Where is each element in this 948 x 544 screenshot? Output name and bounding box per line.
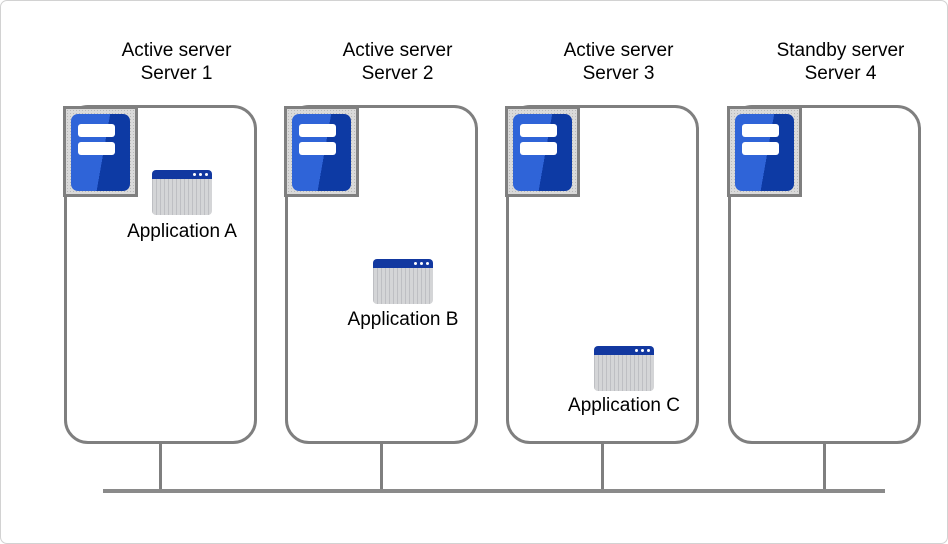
bus-connector-line <box>159 444 162 491</box>
server-drive-slot <box>299 142 336 155</box>
app-window-icon <box>152 170 212 215</box>
server-tower-body <box>735 114 794 191</box>
server-role-label: Active server <box>121 40 232 61</box>
bus-connector-line <box>380 444 383 491</box>
server-role-label: Active server <box>563 40 674 61</box>
server-drive-slot <box>520 142 557 155</box>
titlebar-dot <box>192 172 196 177</box>
app-label: Application C <box>568 395 680 416</box>
server-title: Active server Server 2 <box>301 39 494 85</box>
server-tower-icon <box>505 106 580 197</box>
server-name-label: Server 2 <box>361 63 434 84</box>
server-drive-slot <box>299 124 336 137</box>
server-role-label: Active server <box>342 40 453 61</box>
server-tower-body <box>513 114 572 191</box>
bus-connector-line <box>823 444 826 491</box>
server-tower-icon <box>63 106 138 197</box>
server-role-label: Standby server <box>776 40 905 61</box>
titlebar-dot <box>646 348 650 353</box>
app-window-icon <box>594 346 654 391</box>
server-tower-body <box>71 114 130 191</box>
app-label: Application A <box>127 221 237 242</box>
server-tower-icon <box>727 106 802 197</box>
titlebar-dot <box>640 348 644 353</box>
server-group-3: Active server Server 3 Application C <box>505 1 699 543</box>
server-drive-slot <box>78 124 115 137</box>
server-title: Active server Server 1 <box>80 39 273 85</box>
server-title: Active server Server 3 <box>522 39 715 85</box>
server-tower-body <box>292 114 351 191</box>
titlebar-dot <box>425 261 429 266</box>
app-window-icon <box>373 259 433 304</box>
server-name-label: Server 4 <box>804 63 877 84</box>
server-group-2: Active server Server 2 Application B <box>284 1 478 543</box>
server-title: Standby server Server 4 <box>744 39 937 85</box>
app-window-body <box>594 355 654 391</box>
server-drive-slot <box>742 124 779 137</box>
titlebar-dot <box>204 172 208 177</box>
app-window-body <box>152 179 212 215</box>
titlebar-dot <box>413 261 417 266</box>
server-drive-slot <box>78 142 115 155</box>
app-window-titlebar <box>152 170 212 179</box>
server-group-1: Active server Server 1 Application A <box>63 1 257 543</box>
app-window-body <box>373 268 433 304</box>
network-bus-line <box>103 489 885 493</box>
titlebar-dot <box>198 172 202 177</box>
server-name-label: Server 3 <box>582 63 655 84</box>
app-label: Application B <box>347 309 459 330</box>
server-name-label: Server 1 <box>140 63 213 84</box>
server-drive-slot <box>742 142 779 155</box>
app-window-titlebar <box>373 259 433 268</box>
bus-connector-line <box>601 444 604 491</box>
titlebar-dot <box>419 261 423 266</box>
server-drive-slot <box>520 124 557 137</box>
app-window-titlebar <box>594 346 654 355</box>
server-group-4: Standby server Server 4 <box>727 1 921 543</box>
titlebar-dot <box>634 348 638 353</box>
server-tower-icon <box>284 106 359 197</box>
